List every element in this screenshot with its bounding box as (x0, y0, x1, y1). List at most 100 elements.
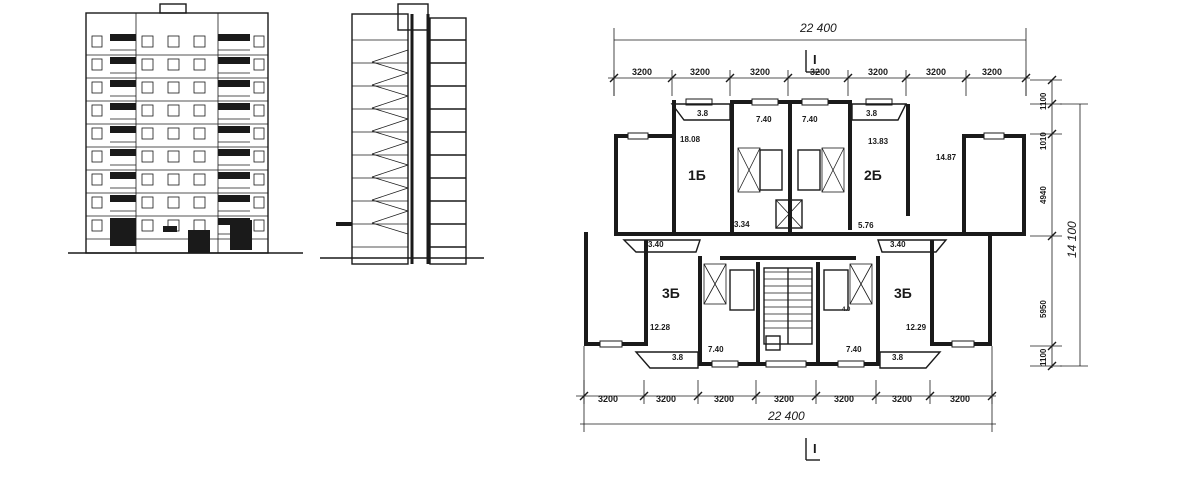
dim-ticks-right (1030, 75, 1062, 371)
facade-balcony (110, 57, 136, 64)
facade-balcony (218, 57, 250, 64)
total-width-top: 22 400 (799, 21, 837, 35)
facade-window (141, 173, 154, 186)
facade-window (167, 196, 180, 209)
facade-balcony (110, 149, 136, 156)
typical-floor-plan: 22 400 3200 3200 3200 3200 3200 3200 320… (576, 21, 1088, 461)
facade-entrance-door (188, 230, 210, 253)
area-apt3r-loggia-top: 3.40 (890, 240, 906, 249)
facade-window (91, 81, 103, 94)
facade-balcony (110, 195, 136, 202)
area-apt2-kitchen: 7.40 (802, 115, 818, 124)
facade-window (167, 173, 180, 186)
area-apt3l-loggia-bottom: 3.8 (672, 353, 684, 362)
facade-window (91, 58, 103, 71)
section-mark-top-label: I (813, 52, 817, 67)
section-stair-flight (371, 210, 409, 224)
dim-tick (1047, 99, 1057, 109)
dim-tick (609, 73, 619, 83)
section-stair-flight (371, 61, 409, 74)
section-stair-flight (371, 141, 409, 155)
dim-tick (667, 73, 677, 83)
facade-window (167, 58, 180, 71)
facade-window (193, 81, 206, 94)
facade-window (253, 150, 265, 163)
section-stair-flight (371, 107, 409, 120)
dim-tick (1047, 341, 1057, 351)
facade-window (193, 173, 206, 186)
dim-tick (961, 73, 971, 83)
section-stair-flight (371, 72, 409, 86)
facade-window (253, 127, 265, 140)
facade-balcony (218, 172, 250, 179)
module-dim-top-2: 3200 (690, 67, 710, 77)
section-stair-flight (371, 187, 409, 201)
facade-balcony (218, 149, 250, 156)
facade-window (141, 35, 154, 48)
dim-tick (783, 73, 793, 83)
facade-balcony (218, 34, 250, 41)
total-width-bottom: 22 400 (767, 409, 805, 423)
dim-ticks-top (609, 70, 1031, 96)
section-canopy (336, 222, 352, 226)
apartment-label-3-right: 3Б (894, 285, 912, 301)
plan-core (763, 199, 813, 351)
facade-window (253, 58, 265, 71)
plan-loggias (622, 103, 948, 369)
dim-tick (901, 73, 911, 83)
facade-window (91, 35, 103, 48)
area-apt1-loggia: 3.8 (697, 109, 709, 118)
facade-window (141, 219, 154, 232)
section-outline-left (351, 13, 409, 265)
apartment-label-3-left: 3Б (662, 285, 680, 301)
facade-elevation (68, 3, 303, 254)
area-apt2-hall: 5.76 (858, 221, 874, 230)
facade-window (141, 58, 154, 71)
facade-balcony (218, 195, 250, 202)
facade-window (253, 173, 265, 186)
facade-window (253, 81, 265, 94)
facade-window (193, 219, 206, 232)
apartment-label-1: 1Б (688, 167, 706, 183)
module-dim-bottom-5: 3200 (834, 394, 854, 404)
facade-balcony (110, 103, 136, 110)
facade-window (193, 58, 206, 71)
module-dim-top-3: 3200 (750, 67, 770, 77)
section-stair-flight (371, 222, 409, 235)
facade-window (141, 196, 154, 209)
section-mark-bottom-label: I (813, 441, 817, 456)
facade-balconies (110, 34, 252, 250)
dim-tick (925, 391, 935, 401)
total-depth: 14 100 (1065, 221, 1079, 258)
area-apt1-room: 18.08 (680, 135, 701, 144)
facade-window (253, 196, 265, 209)
facade-window (193, 196, 206, 209)
facade-window (193, 35, 206, 48)
section-stair-flight (371, 153, 409, 166)
facade-balcony (110, 126, 136, 133)
building-section (320, 3, 484, 265)
facade-balcony (110, 34, 136, 41)
facade-window (91, 219, 103, 232)
area-small-bath: 4.0 (842, 307, 851, 313)
facade-window (167, 104, 180, 117)
facade-balcony (110, 80, 136, 87)
module-dim-top-4: 3200 (810, 67, 830, 77)
section-floor-slabs (352, 39, 466, 248)
dim-tick (811, 391, 821, 401)
section-stair-flight (371, 118, 409, 132)
module-dim-top-6: 3200 (926, 67, 946, 77)
facade-window (141, 127, 154, 140)
section-stair-flight (371, 130, 409, 143)
facade-window (141, 150, 154, 163)
dim-tick (693, 391, 703, 401)
facade-window (193, 104, 206, 117)
dim-tick (1047, 129, 1057, 139)
facade-ground-block (230, 220, 252, 250)
section-marker-bottom: I (805, 438, 820, 461)
facade-window (167, 127, 180, 140)
dim-tick (871, 391, 881, 401)
module-dim-bottom-2: 3200 (656, 394, 676, 404)
right-dim-5: 1100 (1039, 348, 1048, 366)
